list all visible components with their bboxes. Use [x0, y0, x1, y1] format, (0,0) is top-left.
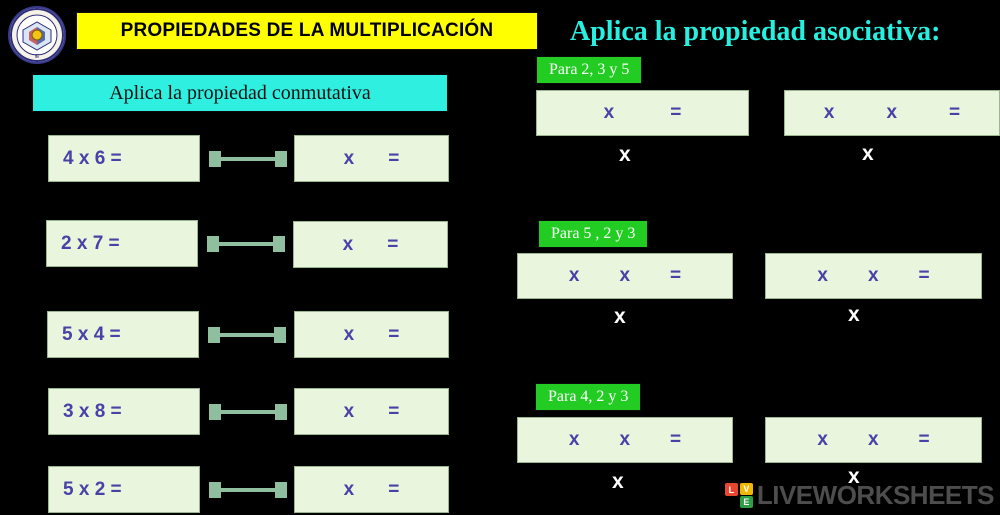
- associative-right-box-3[interactable]: x x =: [765, 417, 982, 463]
- liveworksheets-watermark: L V E LIVEWORKSHEETS: [724, 480, 995, 511]
- operator-x-a2r-1: x: [817, 265, 828, 286]
- equals-a3r: =: [918, 429, 930, 450]
- operator-x-a2r-2: x: [867, 265, 879, 286]
- liveworksheets-wordmark: LIVEWORKSHEETS: [756, 480, 995, 510]
- operator-x-a1r-2: x: [886, 102, 898, 123]
- commutative-right-1[interactable]: x =: [294, 135, 449, 182]
- operator-x-a3r-2: x: [867, 429, 879, 450]
- logo-letter-v: V: [739, 483, 753, 495]
- equals-a1l: =: [670, 102, 682, 123]
- commutative-right-2[interactable]: x =: [293, 221, 448, 268]
- commutative-left-label-5: 5 x 2 =: [63, 478, 122, 500]
- operator-x-a3r-1: x: [817, 429, 828, 450]
- operator-x-2: x: [342, 233, 354, 255]
- associative-tag-3: Para 4, 2 y 3: [535, 383, 642, 411]
- associative-left-box-2[interactable]: x x =: [517, 253, 733, 299]
- operator-x-a3l-1: x: [568, 429, 580, 450]
- double-arrow-icon-4: [208, 402, 288, 422]
- associative-x-a3r: x: [848, 465, 860, 488]
- equals-2: =: [387, 233, 399, 255]
- logo-letter-e: E: [739, 496, 753, 508]
- commutative-left-3: 5 x 4 =: [47, 311, 199, 358]
- logo-letter-l: L: [724, 483, 738, 496]
- equals-a2r: =: [918, 265, 930, 286]
- liveworksheets-logo-icon: L V E: [724, 483, 753, 508]
- commutative-right-4[interactable]: x =: [294, 388, 449, 435]
- equals-5: =: [388, 478, 400, 500]
- double-arrow-icon-5: [208, 480, 288, 500]
- associative-right-box-1[interactable]: x x =: [784, 90, 1000, 136]
- page-title-banner: PROPIEDADES DE LA MULTIPLICACIÓN: [76, 12, 538, 50]
- commutative-left-label-1: 4 x 6 =: [63, 147, 122, 169]
- associative-right-box-2[interactable]: x x =: [765, 253, 982, 299]
- equals-3: =: [388, 323, 400, 345]
- associative-left-box-3[interactable]: x x =: [517, 417, 733, 463]
- commutative-left-label-4: 3 x 8 =: [63, 400, 122, 422]
- double-arrow-icon-2: [206, 234, 286, 254]
- double-arrow-icon-3: [207, 325, 287, 345]
- commutative-left-2: 2 x 7 =: [46, 220, 198, 267]
- svg-text:IE: IE: [35, 54, 40, 60]
- commutative-left-4: 3 x 8 =: [48, 388, 200, 435]
- operator-x-a2l-1: x: [568, 265, 580, 286]
- operator-x-a1l: x: [603, 102, 615, 123]
- commutative-title: Aplica la propiedad conmutativa: [32, 74, 448, 112]
- associative-tag-1: Para 2, 3 y 5: [536, 56, 643, 84]
- equals-a3l: =: [670, 429, 682, 450]
- associative-left-box-1[interactable]: x =: [536, 90, 749, 136]
- commutative-left-1: 4 x 6 =: [48, 135, 200, 182]
- operator-x-4: x: [343, 400, 355, 422]
- commutative-right-3[interactable]: x =: [294, 311, 449, 358]
- operator-x-a1r-1: x: [823, 102, 835, 123]
- commutative-right-5[interactable]: x =: [294, 466, 449, 513]
- associative-tag-2: Para 5 , 2 y 3: [538, 220, 649, 248]
- operator-x-a2l-2: x: [619, 265, 631, 286]
- associative-x-a2r: x: [848, 303, 860, 326]
- equals-a1r: =: [949, 102, 961, 123]
- commutative-left-label-3: 5 x 4 =: [62, 323, 121, 345]
- equals-4: =: [388, 400, 400, 422]
- commutative-left-5: 5 x 2 =: [48, 466, 200, 513]
- equals-a2l: =: [670, 265, 682, 286]
- double-arrow-icon-1: [208, 149, 288, 169]
- operator-x-1: x: [343, 147, 355, 169]
- associative-x-a3l: x: [612, 470, 624, 493]
- school-crest-logo: IE: [8, 6, 66, 64]
- associative-x-a2l: x: [614, 305, 626, 328]
- operator-x-3: x: [343, 323, 355, 345]
- associative-title: Aplica la propiedad asociativa:: [548, 10, 1000, 54]
- operator-x-5: x: [343, 478, 355, 500]
- associative-x-a1l: x: [619, 143, 631, 166]
- commutative-left-label-2: 2 x 7 =: [61, 232, 120, 254]
- associative-x-a1r: x: [862, 142, 874, 165]
- equals-1: =: [388, 147, 400, 169]
- operator-x-a3l-2: x: [619, 429, 631, 450]
